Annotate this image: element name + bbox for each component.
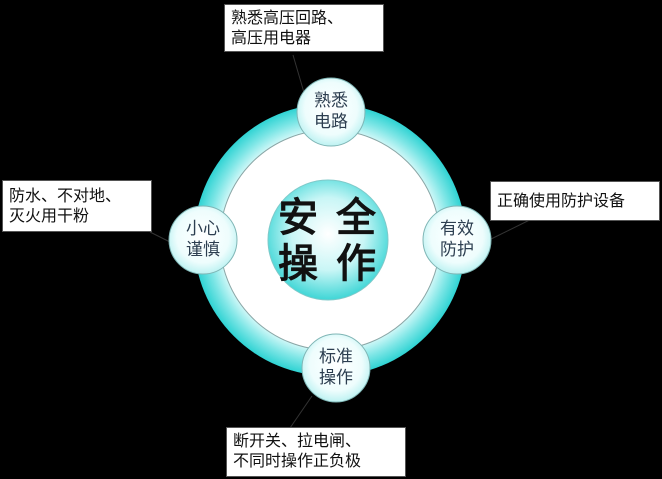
node-top-line-1: 熟悉 [314,91,348,111]
callout-right-line-1: 正确使用防护设备 [497,191,626,210]
node-bottom-line-2: 操作 [319,368,353,388]
node-right [422,205,492,275]
node-bottom-line-1: 标准 [319,347,353,367]
center-circle [267,179,389,301]
callout-top: 熟悉高压回路、 高压用电器 [224,4,384,52]
node-right-line-2: 防护 [440,240,474,260]
node-top-line-2: 电路 [314,112,348,132]
center-label: 安 全 操 作 [268,195,388,287]
callout-top-line-2: 高压用电器 [231,28,312,47]
center-line-1: 安 全 [278,195,378,241]
node-left [168,205,238,275]
node-bottom [301,333,371,403]
node-right-label: 有效 防护 [427,219,487,261]
node-left-label: 小心 谨慎 [173,219,233,261]
callout-bottom: 断开关、拉电闸、 不同时操作正负极 [226,427,406,477]
node-top [296,77,366,147]
callout-left: 防水、不对地、 灭火用干粉 [2,180,152,232]
node-right-line-1: 有效 [440,219,474,239]
callout-bottom-line-2: 不同时操作正负极 [233,451,362,470]
callout-bottom-line-1: 断开关、拉电闸、 [233,431,362,450]
node-left-line-2: 谨慎 [186,240,220,260]
connector-bottom [289,395,313,429]
center-line-2: 操 作 [278,241,378,287]
connector-top [292,54,306,97]
node-bottom-label: 标准 操作 [306,347,366,389]
callout-right: 正确使用防护设备 [490,181,660,221]
node-top-label: 熟悉 电路 [301,91,361,133]
node-left-line-1: 小心 [186,219,220,239]
callout-left-line-1: 防水、不对地、 [9,186,122,205]
callout-top-line-1: 熟悉高压回路、 [231,8,344,27]
callout-left-line-2: 灭火用干粉 [9,206,90,225]
